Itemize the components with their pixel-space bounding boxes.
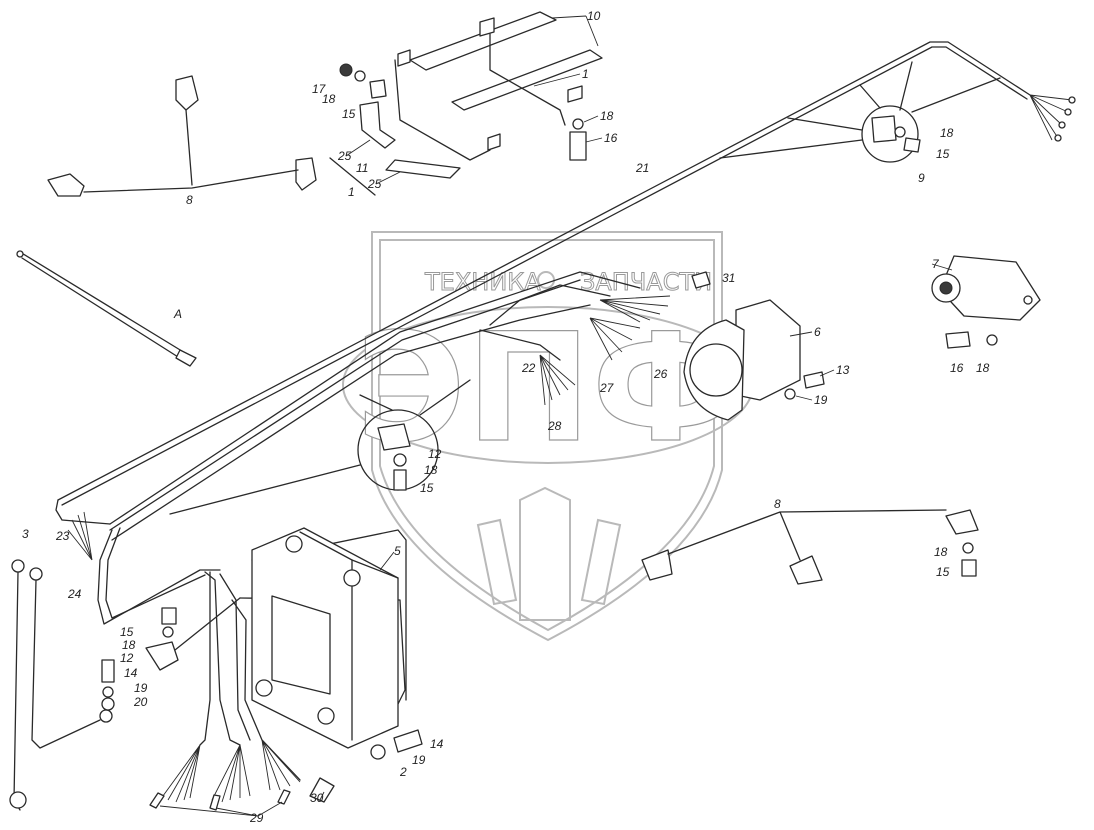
label-15: 15 xyxy=(342,107,356,121)
label-6: 6 xyxy=(814,325,821,339)
clip-9-detail xyxy=(719,61,1001,163)
label-26: 26 xyxy=(653,367,668,381)
relay-box-5 xyxy=(251,527,399,749)
label-5: 5 xyxy=(394,544,401,558)
label-15: 15 xyxy=(120,625,134,639)
label-18: 18 xyxy=(934,545,948,559)
label-19: 19 xyxy=(412,753,426,767)
label-1: 1 xyxy=(582,67,589,81)
label-18: 18 xyxy=(940,126,954,140)
socket-7 xyxy=(931,255,1041,349)
label-15: 15 xyxy=(936,565,950,579)
wire-bundles xyxy=(67,94,1076,811)
label-18: 18 xyxy=(424,463,438,477)
watermark-brand-left: ТЕХНИКА xyxy=(424,268,541,296)
ground-strap-3 xyxy=(9,559,113,811)
motor-6 xyxy=(683,299,825,421)
label-20: 20 xyxy=(133,695,148,709)
bracket-10 xyxy=(409,11,557,71)
label-13: 13 xyxy=(836,363,850,377)
label-7: 7 xyxy=(932,257,940,271)
label-1: 1 xyxy=(348,185,355,199)
label-11: 11 xyxy=(356,161,368,175)
label-29: 29 xyxy=(249,811,264,825)
clips-8-lower xyxy=(641,509,979,585)
label-12: 12 xyxy=(120,651,134,665)
label-15: 15 xyxy=(936,147,950,161)
fasteners-lower-left xyxy=(101,607,179,711)
label-16: 16 xyxy=(604,131,618,145)
label-2: 2 xyxy=(399,765,407,779)
label-18: 18 xyxy=(322,92,336,106)
label-21: 21 xyxy=(635,161,649,175)
label-17: 17 xyxy=(312,82,327,96)
watermark-logo: ЭПФ xyxy=(356,302,740,476)
label-12: 12 xyxy=(428,447,442,461)
watermark: ТЕХНИКА ЗАПЧАСТИ ЭПФ xyxy=(342,231,754,642)
label-28: 28 xyxy=(547,419,562,433)
label-23: 23 xyxy=(55,529,70,543)
label-14: 14 xyxy=(124,666,138,680)
label-A: A xyxy=(173,307,182,321)
watermark-brand-right: ЗАПЧАСТИ xyxy=(580,268,712,296)
label-19: 19 xyxy=(134,681,148,695)
label-8: 8 xyxy=(186,193,193,207)
label-15: 15 xyxy=(420,481,434,495)
label-14: 14 xyxy=(430,737,444,751)
fasteners-box-right xyxy=(370,729,423,760)
label-27: 27 xyxy=(599,381,615,395)
clips-8-upper xyxy=(47,75,317,197)
label-3: 3 xyxy=(22,527,29,541)
label-25: 25 xyxy=(337,149,352,163)
label-19: 19 xyxy=(814,393,828,407)
label-31: 31 xyxy=(722,271,735,285)
label-16: 16 xyxy=(950,361,964,375)
label-18: 18 xyxy=(976,361,990,375)
label-24: 24 xyxy=(67,587,82,601)
rod-A xyxy=(16,250,197,367)
label-18: 18 xyxy=(122,638,136,652)
label-10: 10 xyxy=(587,9,601,23)
leader-lines xyxy=(159,15,953,817)
bracket-assembly xyxy=(329,11,603,196)
label-9: 9 xyxy=(918,171,925,185)
watermark-shield-inner xyxy=(379,239,715,632)
clip-25 xyxy=(359,101,396,149)
watermark-buildings xyxy=(476,486,622,621)
label-8: 8 xyxy=(774,497,781,511)
label-25: 25 xyxy=(367,177,382,191)
clip-12-detail xyxy=(169,379,471,515)
label-18: 18 xyxy=(600,109,614,123)
connector-31 xyxy=(691,271,711,289)
fasteners-top xyxy=(339,63,587,161)
watermark-shield xyxy=(371,231,723,642)
label-22: 22 xyxy=(521,361,536,375)
pad-25 xyxy=(385,159,461,179)
callout-labels: 10 17 18 15 1 18 16 25 11 25 1 8 21 18 1… xyxy=(22,9,990,825)
label-30: 30 xyxy=(310,791,324,805)
main-harness-21 xyxy=(55,41,1031,625)
